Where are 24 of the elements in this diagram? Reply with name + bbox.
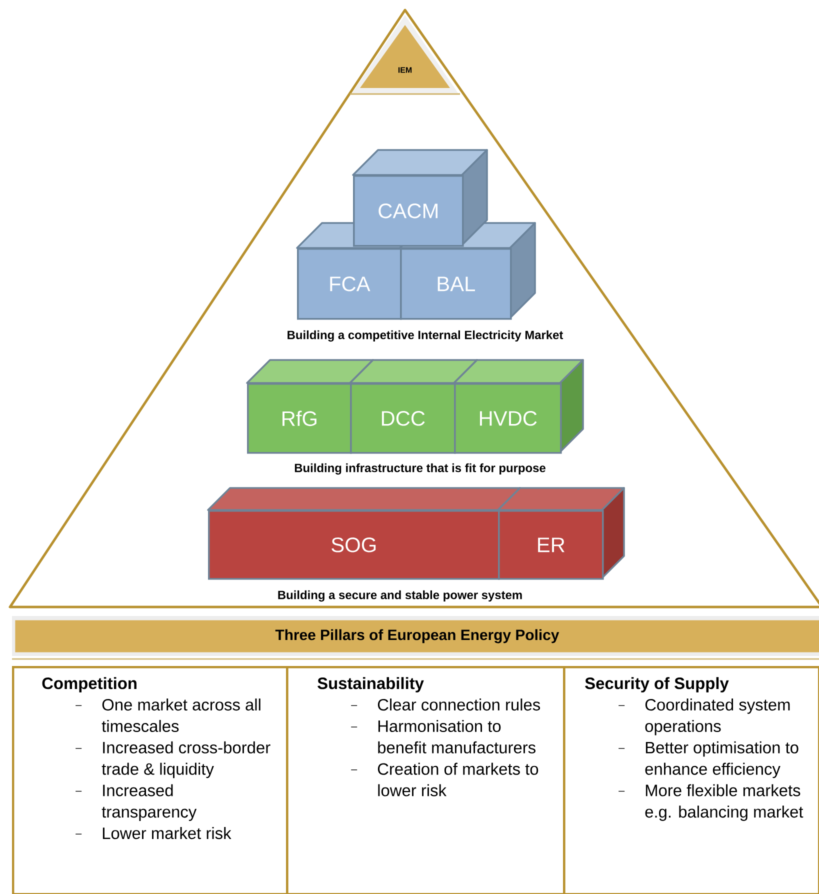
bullet-text: Harmonisation to benefit manufacturers [378, 720, 536, 754]
bullet-text: Lower market risk [102, 827, 232, 840]
cube: SOG [207, 487, 521, 580]
column-heading: Sustainability [318, 677, 424, 692]
bullet-text: Creation of markets to lower risk [378, 762, 538, 796]
bullet-text: Increased transparency [102, 784, 197, 821]
cube: ER [497, 487, 625, 580]
column-heading: Security of Supply [585, 677, 729, 692]
caption: Building infrastructure that is fit for purpose [294, 463, 546, 475]
column-heading: Competition [42, 677, 136, 692]
cube: CACM [352, 149, 488, 247]
cube: HVDC [453, 359, 584, 454]
bullet-text: One market across all timescales [102, 698, 260, 732]
pillar-box [12, 666, 288, 894]
title-banner: Three Pillars of European Energy Policy [12, 616, 819, 660]
bullet-text: More flexible markets e.g. balancing market [645, 784, 804, 821]
caption: Building a competitive Internal Electricity Market [288, 330, 564, 342]
bullet-text: Coordinated system operations [645, 698, 790, 736]
bullet-text: Clear connection rules [378, 698, 540, 711]
caption: Building a secure and stable power system [278, 590, 522, 602]
bullet-text: Better optimisation to enhance efficiency [645, 741, 798, 778]
pillar-box [286, 666, 566, 894]
pillar-box [563, 666, 819, 894]
bullet-text: Increased cross-border trade & liquidity [102, 741, 270, 778]
